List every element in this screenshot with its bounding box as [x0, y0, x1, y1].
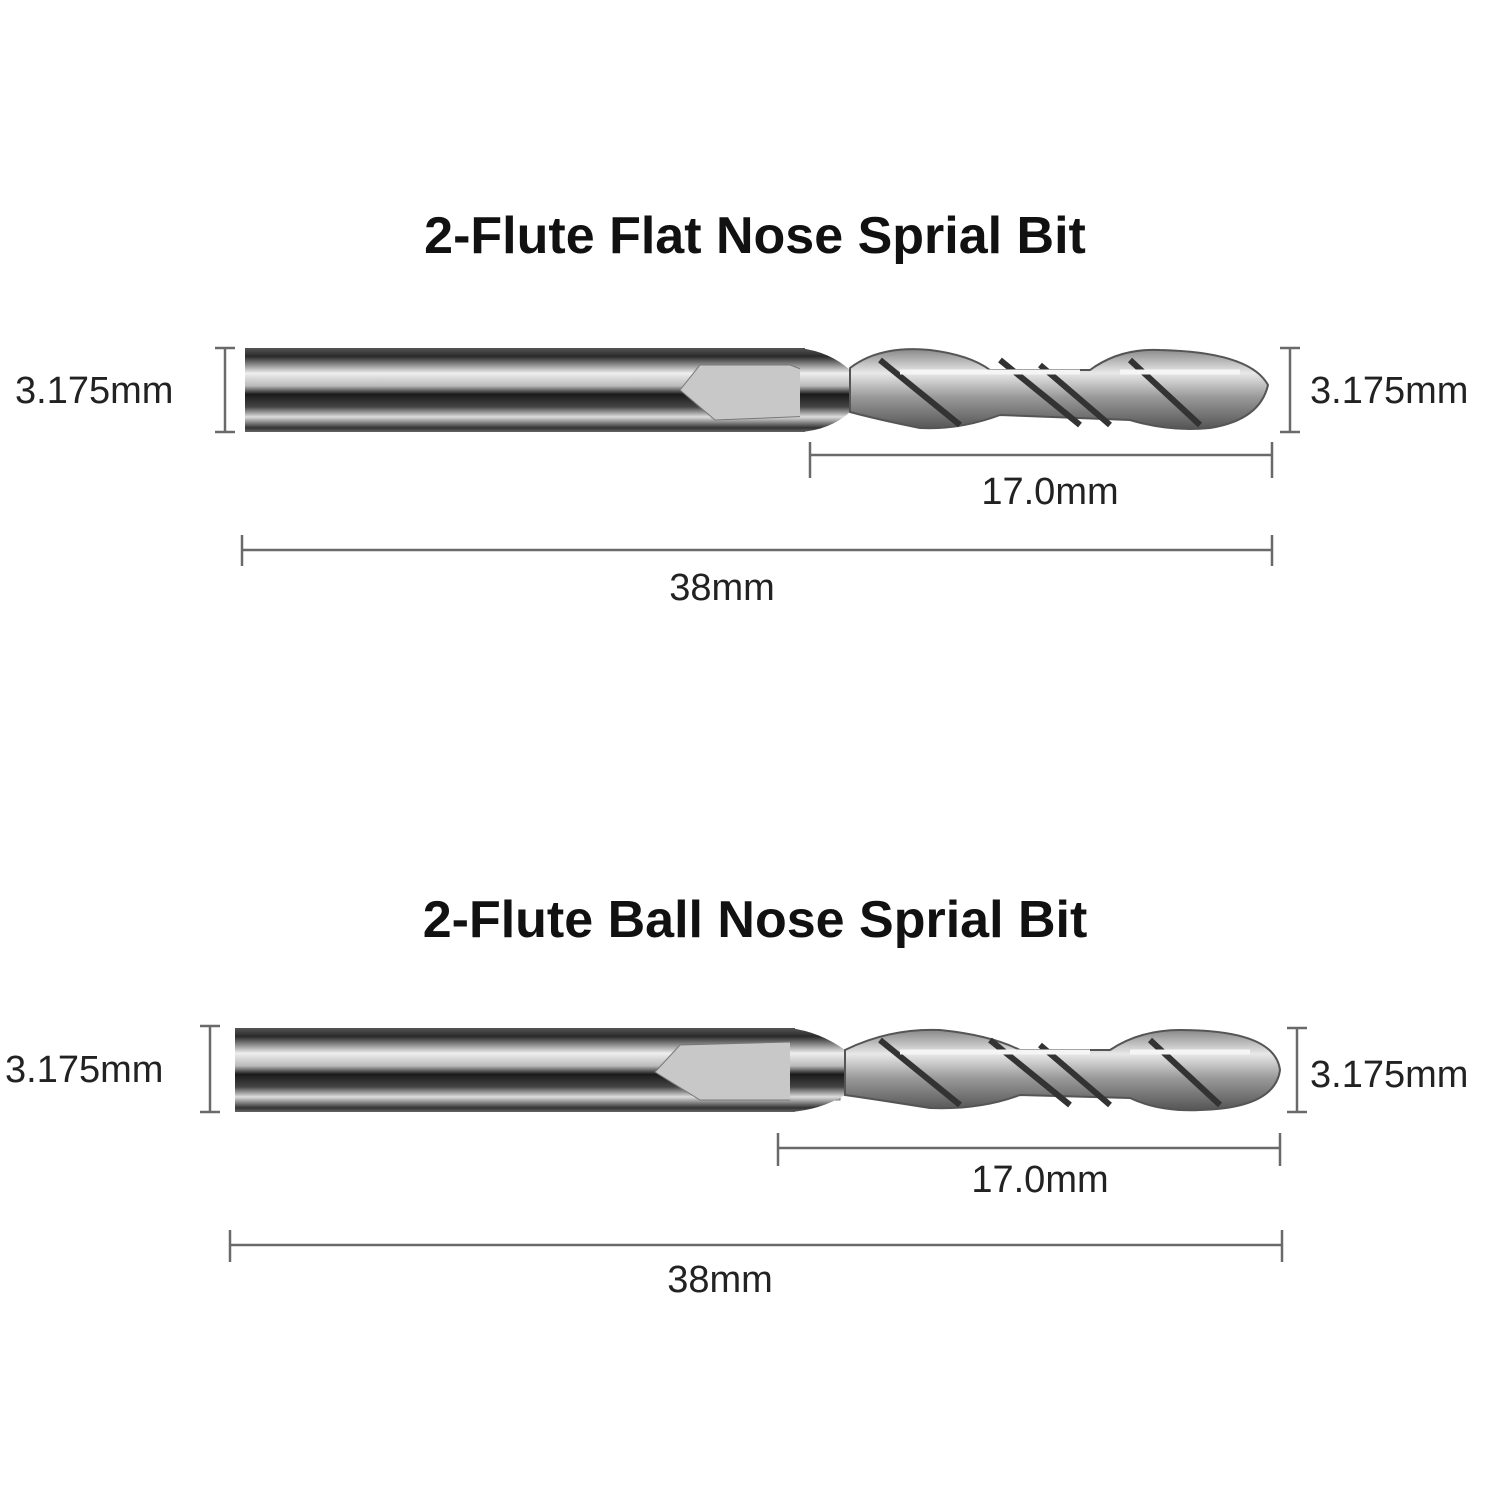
ball-nose-bit-section: 2-Flute Ball Nose Sprial Bit 3.175mm 3.1… [5, 891, 1468, 1301]
shank-diameter-dimension-line [200, 1024, 220, 1114]
bit-title: 2-Flute Ball Nose Sprial Bit [423, 891, 1088, 949]
cutting-length-label: 17.0mm [971, 1159, 1108, 1201]
cutting-length-dimension-line [808, 442, 1274, 478]
cutting-length-label: 17.0mm [981, 471, 1118, 513]
cutting-diameter-label: 3.175mm [1310, 1054, 1468, 1096]
overall-length-label: 38mm [669, 567, 775, 609]
overall-length-dimension-line [240, 535, 1274, 566]
cutting-diameter-dimension-line [1287, 1026, 1307, 1114]
shank-diameter-label: 3.175mm [5, 1049, 163, 1091]
overall-length-label: 38mm [667, 1259, 773, 1301]
flat-nose-bit-section: 2-Flute Flat Nose Sprial Bit 3.175mm 3.1… [15, 207, 1468, 609]
bit-image [235, 1028, 1282, 1112]
shank-diameter-dimension-line [215, 346, 235, 434]
cutting-length-dimension-line [776, 1133, 1282, 1166]
shank-diameter-label: 3.175mm [15, 370, 173, 412]
overall-length-dimension-line [228, 1230, 1284, 1262]
bit-image [245, 348, 1270, 432]
bit-title: 2-Flute Flat Nose Sprial Bit [424, 207, 1086, 265]
cutting-diameter-dimension-line [1280, 346, 1300, 434]
cutting-diameter-label: 3.175mm [1310, 370, 1468, 412]
